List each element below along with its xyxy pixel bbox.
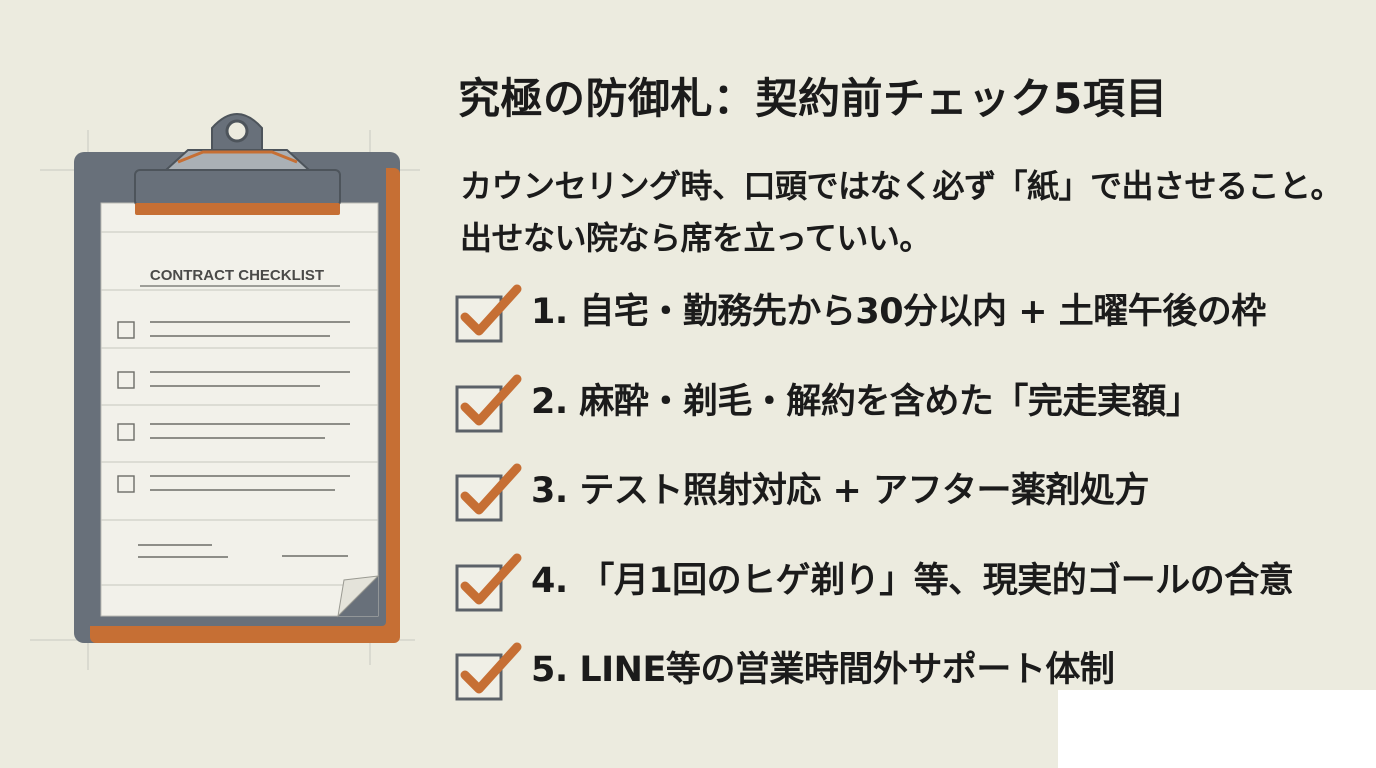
check-box-icon	[455, 463, 522, 522]
subtitle: カウンセリング時、口頭ではなく必ず「紙」で出させること。 出せない院なら席を立っ…	[460, 160, 1343, 264]
check-box-icon	[455, 374, 522, 432]
clipboard-clip	[134, 113, 341, 215]
subtitle-line-2: 出せない院なら席を立っていい。	[460, 219, 931, 257]
clipboard-illustration: CONTRACT CHECKLIST	[30, 113, 420, 670]
check-box-icon	[455, 284, 522, 343]
checklist-item-text: 1. 自宅・勤務先から30分以内 + 土曜午後の枠	[531, 292, 1266, 332]
subtitle-line-1: カウンセリング時、口頭ではなく必ず「紙」で出させること。	[460, 167, 1343, 205]
clipboard-paper	[100, 202, 379, 617]
corner-patch	[1058, 690, 1376, 768]
checklist-item-text: 3. テスト照射対応 + アフター薬剤処方	[531, 471, 1150, 511]
paper-heading: CONTRACT CHECKLIST	[150, 267, 324, 284]
page-title: 究極の防御札：契約前チェック5項目	[458, 74, 1168, 123]
checklist-item-text: 4. 「月1回のヒゲ剃り」等、現実的ゴールの合意	[531, 560, 1294, 601]
checklist-item-text: 5. LINE等の営業時間外サポート体制	[531, 650, 1115, 690]
checklist-item-text: 2. 麻酔・剃毛・解約を含めた「完走実額」	[531, 381, 1201, 422]
check-box-icon	[455, 642, 522, 701]
check-box-icon	[455, 553, 522, 611]
